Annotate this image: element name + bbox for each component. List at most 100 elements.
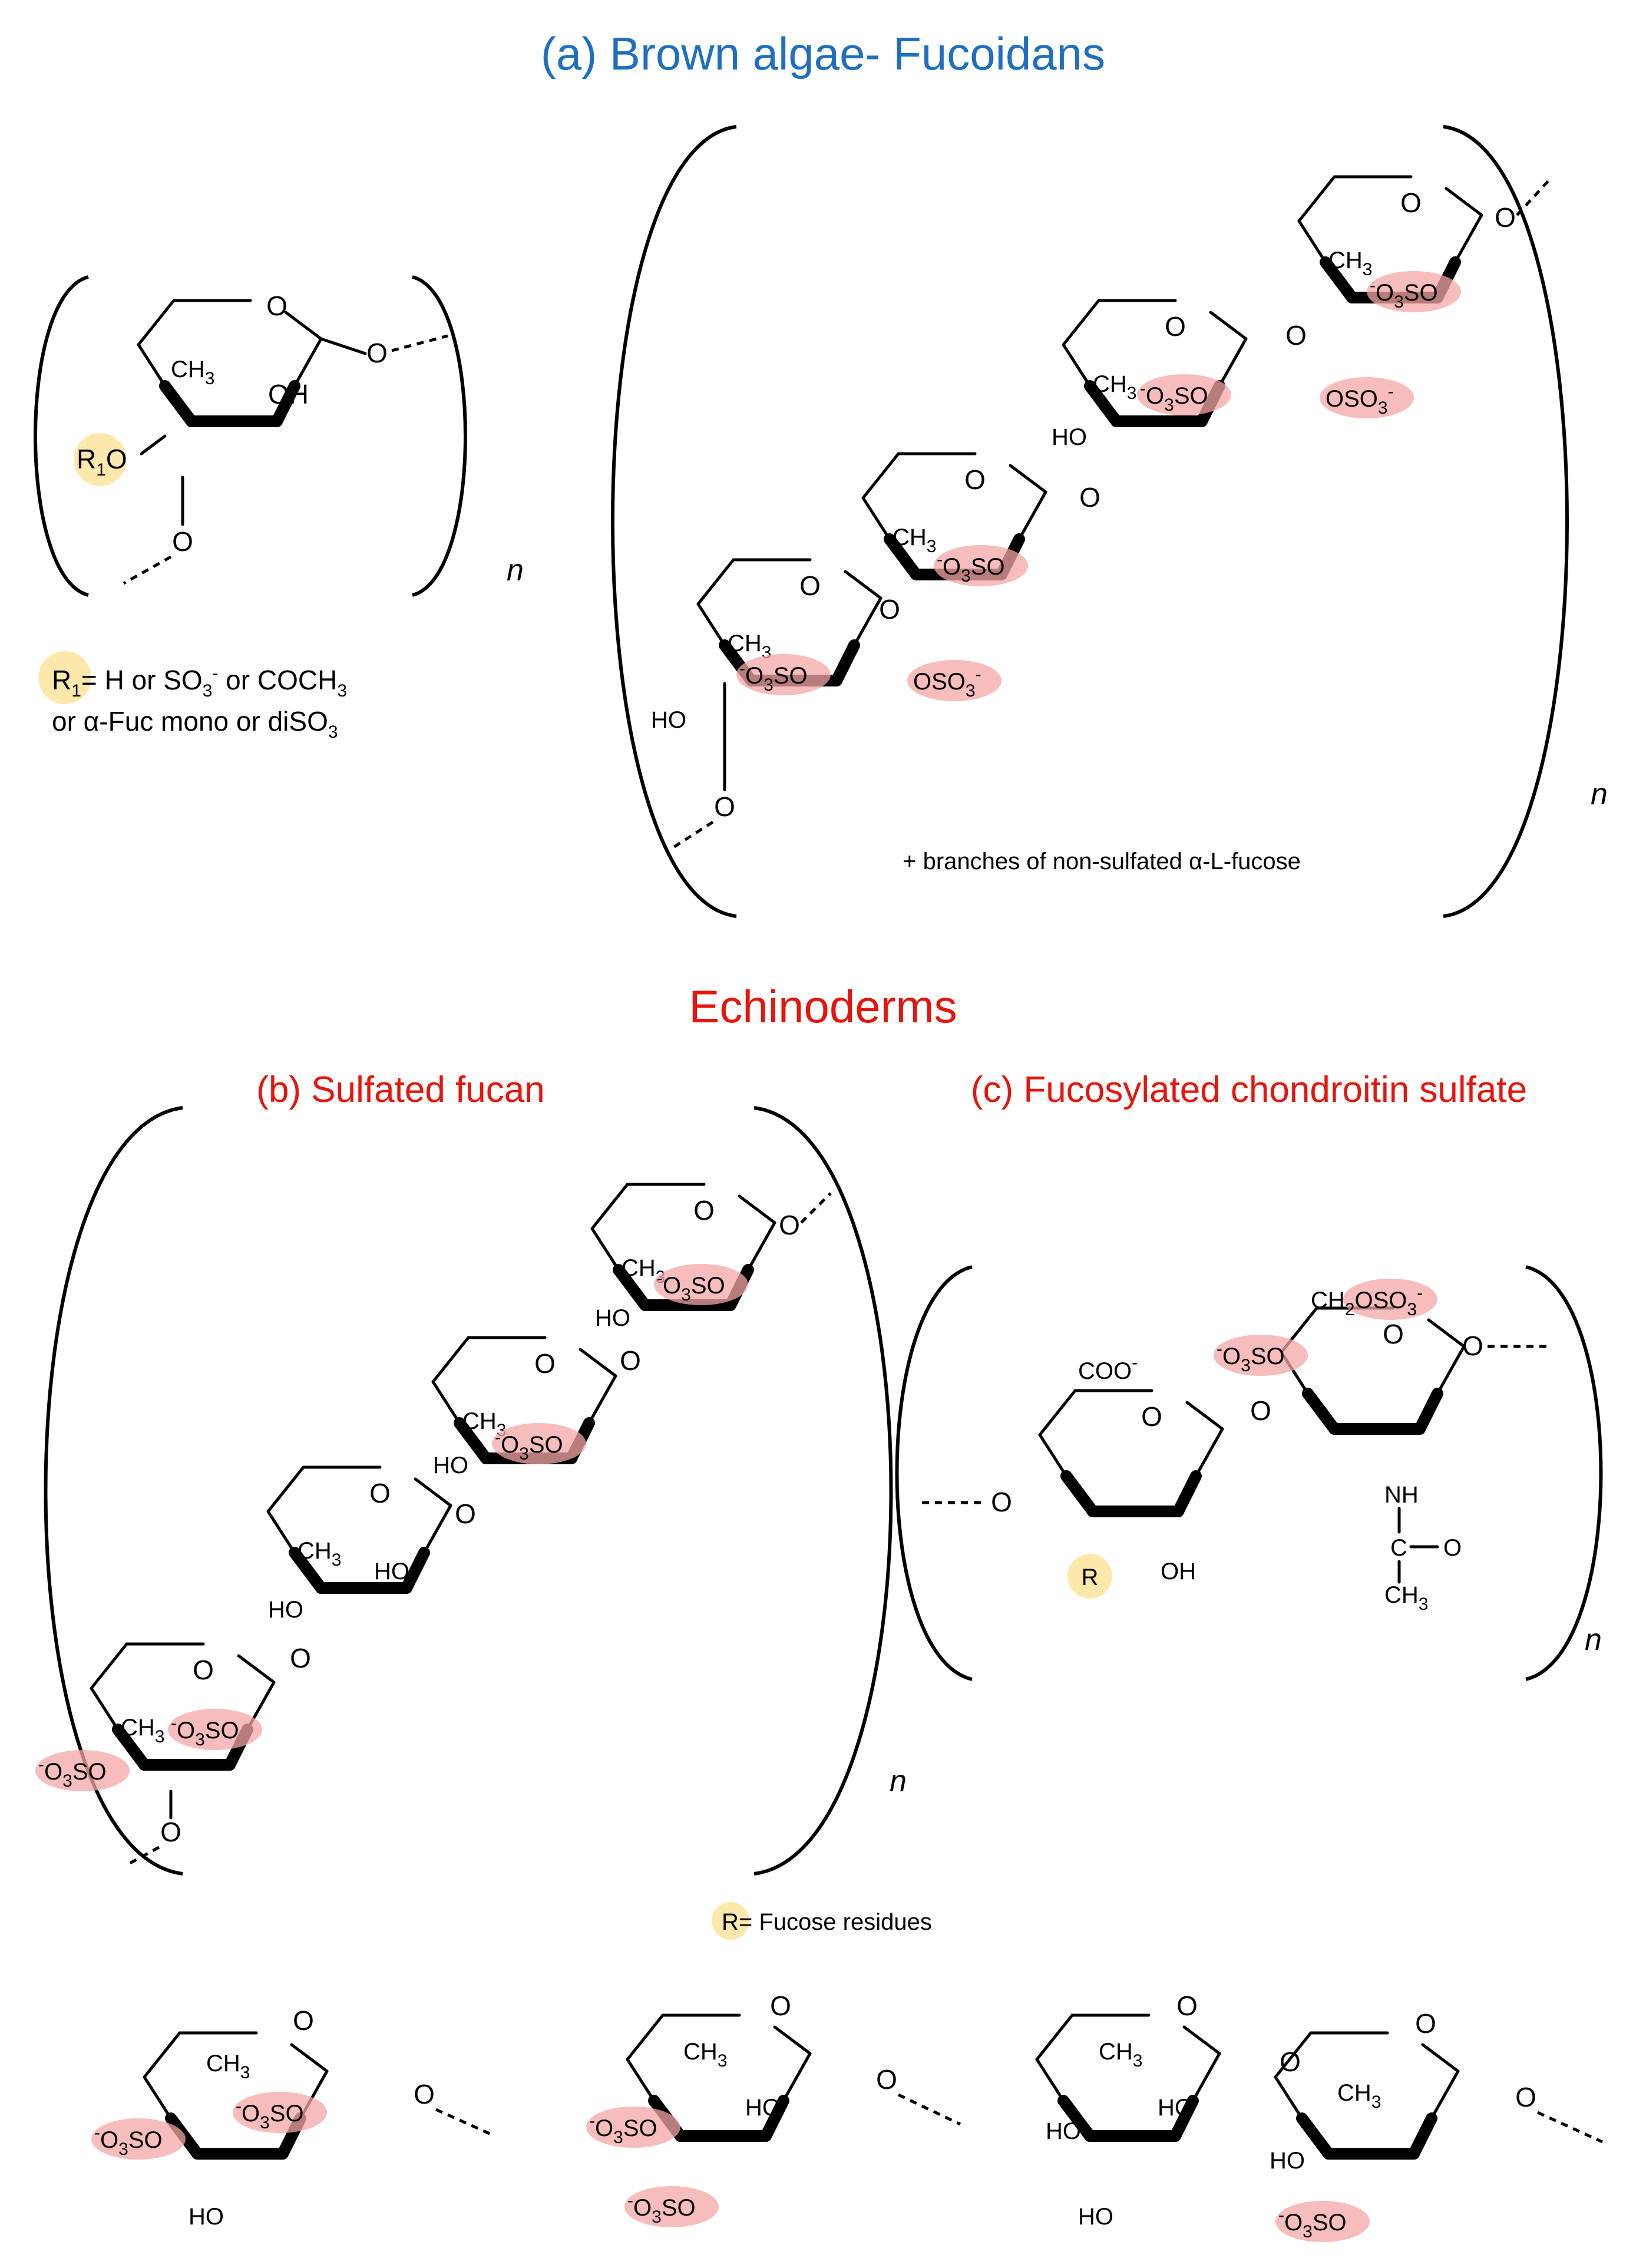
sulfate-group: -O3SO [236,2097,304,2132]
panel-a-heading: (a) Brown algae- Fucoidans [541,28,1105,80]
sulfate-group: -O3SO [495,1428,563,1464]
ring-oxygen: O [799,570,821,601]
sulfate-group: -O3SO [937,550,1005,586]
glycosidic-oxygen: O [779,1210,800,1240]
sulfate-group: OSO3- [913,665,981,701]
fucose-residue-2-4-disulfated: O CH3 HO -O3SO -O3SO O [586,1990,961,2227]
sulfate-highlight [586,2107,680,2148]
methyl-group: CH3 [893,524,936,556]
panel-b-sulfated-fucan: O O O O CH3 CH3 CH3 CH3 -O3SO -O3SO -O3S… [35,1106,907,1876]
acetyl-methyl: CH3 [1384,1582,1428,1614]
hydroxyl-group: HO [189,2204,224,2230]
sulfate-group: -O3SO [1370,276,1438,312]
glycosidic-oxygen: O [1250,1395,1271,1426]
sulfate-group: -O3SO [1217,1339,1285,1375]
hydroxyl-group: HO [745,2095,781,2121]
sulfate-highlight [1137,374,1231,415]
glycosidic-oxygen: O [1079,482,1100,513]
methyl-group: CH3 [121,1715,164,1747]
svg-text:or α-Fuc mono or diSO3: or α-Fuc mono or diSO3 [52,706,338,742]
glycosidic-oxygen: O [1280,2046,1301,2077]
linkage-oxygen: O [160,1817,181,1847]
panel-c-fucosylated-chondroitin: O O COO- -O3SO CH2OSO3- R OH NH C O CH3 … [895,1265,1603,1681]
sulfate-highlight [1343,1279,1437,1320]
methyl-group: CH3 [1099,2039,1142,2071]
panel-c-heading: (c) Fucosylated chondroitin sulfate [971,1069,1527,1110]
repeat-label: n [890,1764,907,1798]
amide-nitrogen: NH [1384,1482,1419,1508]
branch-note: + branches of non-sulfated α-L-fucose [903,849,1301,874]
ring-oxygen: O [1176,1990,1198,2021]
hydroxyl-group: OH [1161,1559,1196,1584]
sulfate-group: -O3SO [657,1269,725,1305]
methyl-group: CH3 [1337,2080,1381,2112]
hydroxyl-group: HO [595,1305,630,1331]
sulfate-highlight [624,2186,719,2227]
sulfate-highlight [91,2118,186,2160]
repeat-label: n [507,553,524,587]
r1-highlight [38,651,91,704]
sulfate-highlight [35,1750,130,1791]
ring-oxygen: O [293,2005,314,2036]
r-highlight [712,1902,749,1940]
sulfate-highlight [1214,1335,1308,1376]
right-bracket [412,275,467,597]
r1-substituent: R1O [77,444,127,480]
hydroxyl-group: OH [268,379,309,410]
glycosidic-oxygen: O [366,338,388,368]
ring-oxygen: O [1415,2008,1436,2039]
sulfate-group: -O3SO [627,2191,696,2227]
sulfate-group: -O3SO [1140,379,1208,415]
sulfate-highlight [654,1264,748,1305]
ring-oxygen: O [369,1478,391,1508]
fucose-unit-2 [268,1467,451,1588]
sulfate-highlight [233,2092,327,2133]
ring-oxygen: O [193,1655,214,1685]
svg-text:R= Fucose residues: R= Fucose residues [722,1909,932,1935]
glycosidic-oxygen: O [414,2079,435,2109]
ring-oxygen: O [770,1990,791,2021]
hydroxyl-group: HO [1158,2095,1193,2121]
sulfate-on-ch2: CH2OSO3- [1311,1283,1423,1319]
glycosidic-oxygen: O [879,594,900,625]
methyl-group: CH3 [1328,247,1372,279]
sulfate-highlight [1275,2201,1370,2242]
ring-oxygen: O [1141,1401,1162,1432]
ring-oxygen: O [693,1195,715,1226]
methyl-group: CH3 [298,1538,341,1570]
fucose-unit-1 [91,1644,274,1765]
hydroxyl-group: HO [1270,2148,1305,2174]
methyl-group: CH3 [1093,371,1136,403]
ring-oxygen: O [534,1348,556,1379]
ring-oxygen: O [1400,187,1422,218]
panel-a-monomer: O CH3 OH O R1O O n [34,275,524,597]
sulfate-highlight [907,660,1002,701]
right-bracket [1525,1265,1603,1681]
linkage-oxygen: O [172,526,193,557]
glycosidic-oxygen: O [455,1498,476,1529]
r-highlight [1067,1554,1112,1599]
sulfate-group: -O3SO [1278,2206,1347,2241]
r-substituent: R [1082,1564,1099,1590]
echinoderms-heading: Echinoderms [689,981,957,1032]
left-bracket [34,275,89,597]
fucose-residue-disulfated: O CH3 -O3SO -O3SO HO O [91,2005,496,2230]
glycosidic-oxygen: O [290,1643,311,1673]
sulfate-group: -O3SO [739,659,808,695]
methyl-group: CH3 [206,2051,250,2082]
glycosidic-oxygen: O [876,2064,897,2095]
right-bracket [753,1106,893,1876]
glycosidic-oxygen: O [1285,320,1307,351]
glycosidic-oxygen: O [620,1345,641,1376]
panel-b-heading: (b) Sulfated fucan [256,1069,544,1110]
r1-highlight [74,433,127,486]
hydroxyl-group: HO [374,1559,409,1584]
repeat-label: n [1585,1623,1602,1657]
sulfate-group: -O3SO [38,1755,107,1791]
left-bracket [44,1106,183,1876]
sulfate-highlight [934,545,1028,586]
glycosidic-oxygen: O [1515,2082,1536,2112]
glucuronic-acid-unit [1040,1391,1222,1511]
sulfate-highlight [736,654,831,695]
